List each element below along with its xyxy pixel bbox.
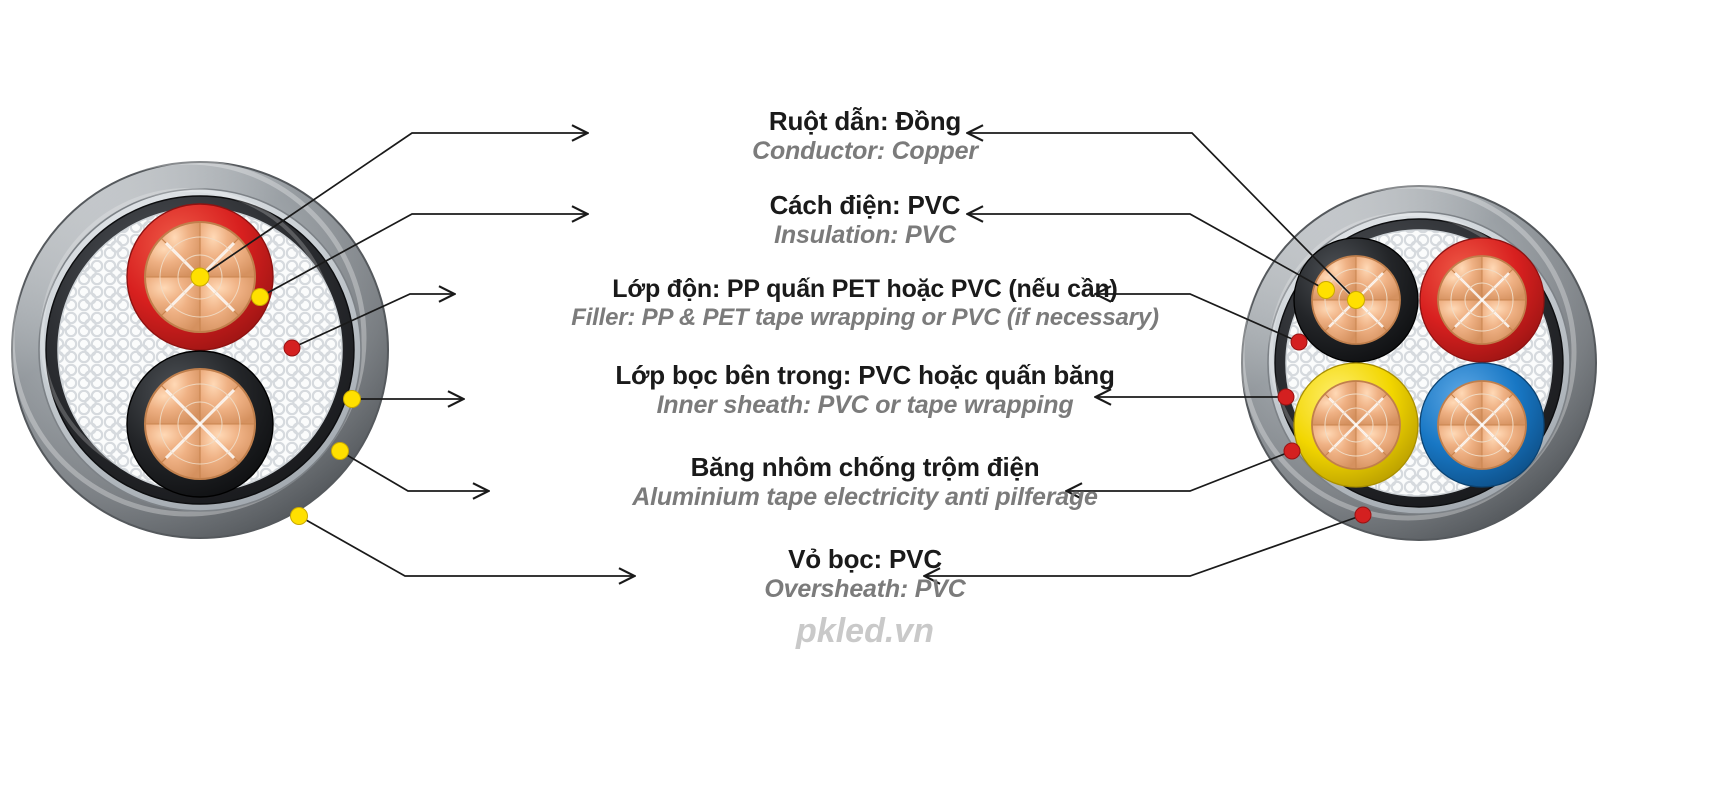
right-core-red [1419,237,1545,363]
leader-filler-left [291,294,453,349]
leader-oversheath-right [926,514,1364,576]
right-anchor-markers [1277,281,1372,524]
leader-insulation-left [259,214,586,298]
left-core-black [126,350,274,498]
leader-conductor-left [199,133,586,278]
leader-alu-tape-left [339,450,487,491]
leader-filler-right [1097,294,1300,343]
right-core-blue [1419,362,1545,488]
right-core-yellow [1293,362,1419,488]
left-leader-lines [199,133,633,576]
leader-oversheath-left [298,515,633,576]
left-anchor-markers [190,267,361,525]
left-cable-cross-section [9,159,389,539]
leader-conductor-right [969,133,1357,301]
leader-insulation-right [969,214,1327,291]
leader-alu-tape-right [1068,450,1293,491]
right-leader-lines [926,133,1364,576]
